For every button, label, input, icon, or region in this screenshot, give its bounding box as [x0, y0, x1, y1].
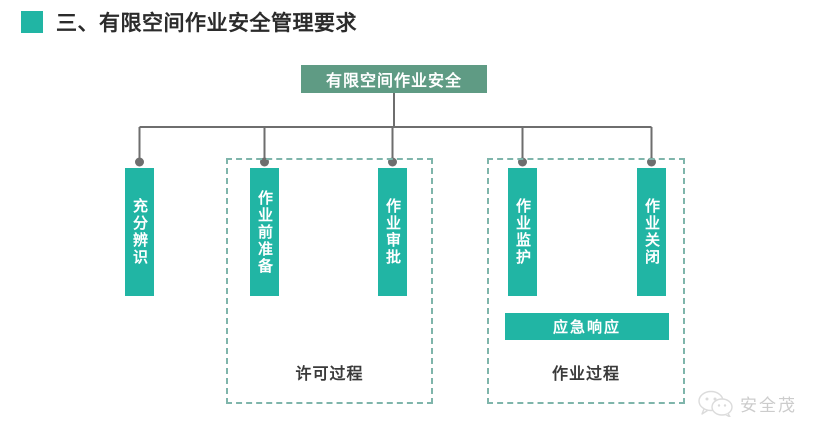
node-full-identification-label: 充分辨识	[131, 198, 148, 266]
page-title: 三、有限空间作业安全管理要求	[56, 12, 357, 35]
root-node-label: 有限空间作业安全	[325, 73, 462, 90]
header-bullet-icon	[21, 11, 43, 33]
watermark: 安全茂	[698, 389, 797, 417]
node-full-identification[interactable]: 充分辨识	[125, 168, 154, 296]
group-permit-process-label: 许可过程	[295, 366, 364, 383]
node-work-approval[interactable]: 作业审批	[378, 168, 407, 296]
node-emergency-response[interactable]: 应急响应	[505, 313, 669, 340]
node-pre-work-preparation-label: 作业前准备	[256, 189, 273, 275]
node-work-closure[interactable]: 作业关闭	[637, 168, 666, 296]
page-header: 三、有限空间作业安全管理要求	[0, 0, 815, 44]
root-node[interactable]: 有限空间作业安全	[301, 65, 487, 93]
wechat-icon	[698, 390, 733, 417]
node-work-closure-label: 作业关闭	[643, 198, 660, 266]
node-work-approval-label: 作业审批	[384, 198, 401, 266]
group-operation-process	[487, 158, 685, 404]
diagram-canvas: 有限空间作业安全 许可过程 作业过程 充分辨识 作业前准备 作业审批 作业监护 …	[0, 44, 815, 429]
node-emergency-response-label: 应急响应	[552, 319, 621, 336]
watermark-text: 安全茂	[740, 395, 797, 415]
group-permit-process	[226, 158, 433, 404]
node-work-supervision[interactable]: 作业监护	[508, 168, 537, 296]
node-work-supervision-label: 作业监护	[514, 198, 531, 266]
group-operation-process-label: 作业过程	[551, 366, 620, 383]
node-pre-work-preparation[interactable]: 作业前准备	[250, 168, 279, 296]
